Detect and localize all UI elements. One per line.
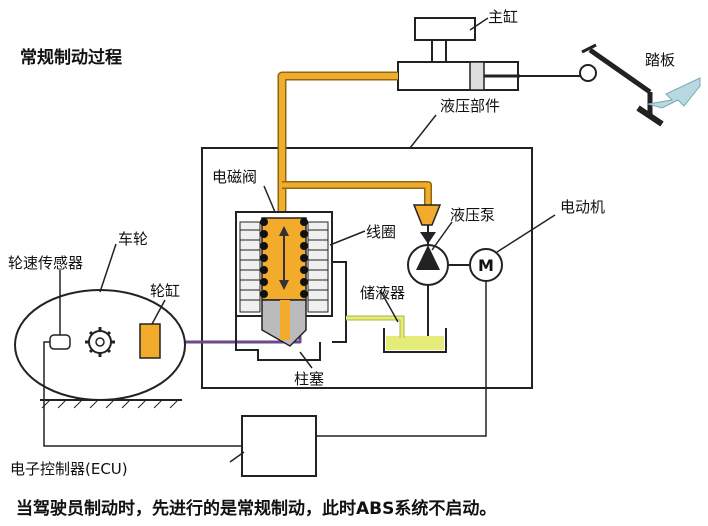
diagram-caption: 当驾驶员制动时，先进行的是常规制动，此时ABS系统不启动。 <box>16 498 496 519</box>
plunger-housing <box>235 316 321 361</box>
hydraulic-pump <box>407 204 470 286</box>
reservoir <box>346 285 447 353</box>
hydraulic-brake-line <box>160 71 432 344</box>
master-cylinder-label: 主缸 <box>488 8 518 26</box>
solenoid-valve-leader <box>263 185 276 213</box>
motor-leader <box>496 214 556 253</box>
reservoir-leader <box>379 289 399 323</box>
wheel-assembly <box>14 289 186 409</box>
diagram-title: 常规制动过程 <box>20 47 122 68</box>
hydraulic-pump-label: 液压泵 <box>450 206 495 224</box>
solenoid-valve-label: 电磁阀 <box>212 168 257 186</box>
pedal-force-arrow <box>647 77 701 109</box>
motor: M <box>469 248 503 282</box>
master-cylinder-leader <box>469 17 489 31</box>
plunger-label: 柱塞 <box>294 370 324 388</box>
wheel-cylinder-label: 轮缸 <box>150 282 180 300</box>
ecu-leader <box>229 451 245 463</box>
wheel-cylinder-leader <box>151 299 166 325</box>
ecu-box <box>241 415 317 477</box>
wheel-speed-sensor-label: 轮速传感器 <box>8 254 83 272</box>
coil-label: 线圈 <box>366 223 396 241</box>
ecu-label: 电子控制器(ECU) <box>10 460 128 478</box>
ecu-wiring <box>43 281 487 447</box>
valve-housing-outline <box>332 261 347 343</box>
hydraulic-pump-leader <box>431 221 453 251</box>
motor-symbol: M <box>478 256 494 275</box>
pedal-label: 踏板 <box>645 51 675 69</box>
solenoid-valve <box>235 211 333 347</box>
brake-pedal <box>520 43 664 127</box>
hydraulic-unit-leader <box>409 114 437 149</box>
hydraulic-unit-box <box>201 147 533 389</box>
hydraulic-unit-label: 液压部件 <box>440 97 500 115</box>
motor-label: 电动机 <box>560 198 605 216</box>
coil-leader <box>329 230 366 246</box>
wheel-leader <box>99 243 117 293</box>
reservoir-label: 储液器 <box>360 284 405 302</box>
gear-icon <box>85 327 115 357</box>
master-cylinder <box>397 17 520 91</box>
wheel-speed-sensor <box>49 334 71 350</box>
wheel-label: 车轮 <box>118 230 148 248</box>
plunger-leader <box>299 351 313 369</box>
wheel-cylinder <box>139 323 161 359</box>
